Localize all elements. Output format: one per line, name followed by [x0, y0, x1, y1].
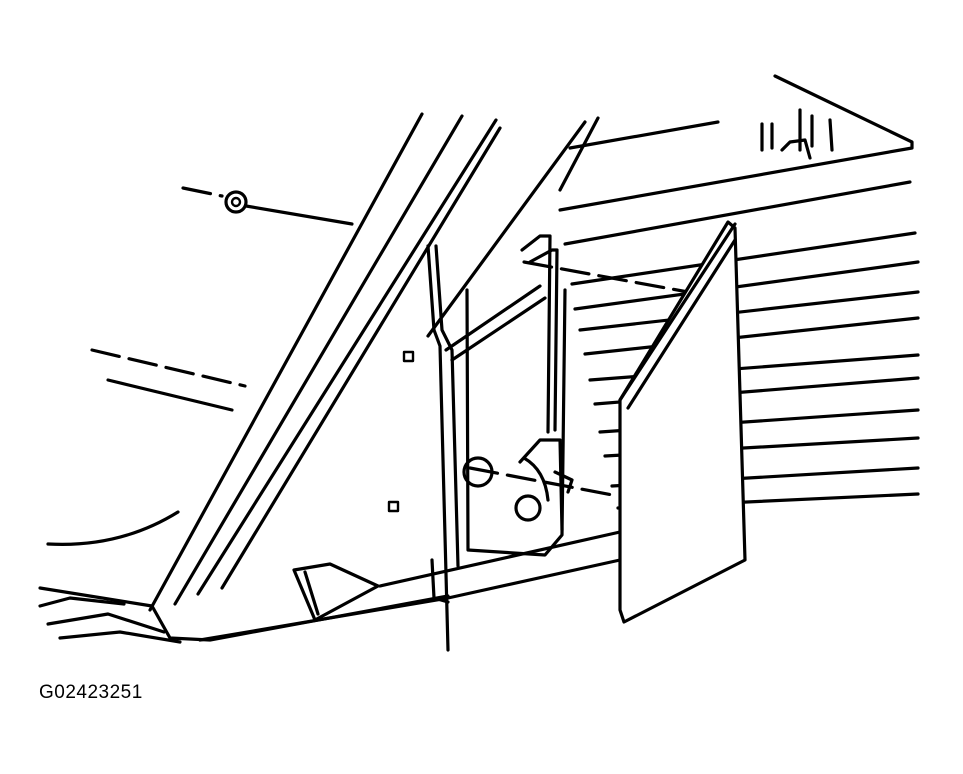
guide-lines	[90, 186, 690, 498]
pillar-trim-panel	[618, 220, 747, 624]
lower-sill	[38, 530, 622, 644]
inner-bracket	[387, 234, 574, 652]
door-panel	[558, 74, 920, 510]
retainer-clip-icon	[224, 190, 248, 214]
figure-id-label: G02423251	[39, 682, 143, 703]
windshield-pillar	[46, 112, 587, 612]
